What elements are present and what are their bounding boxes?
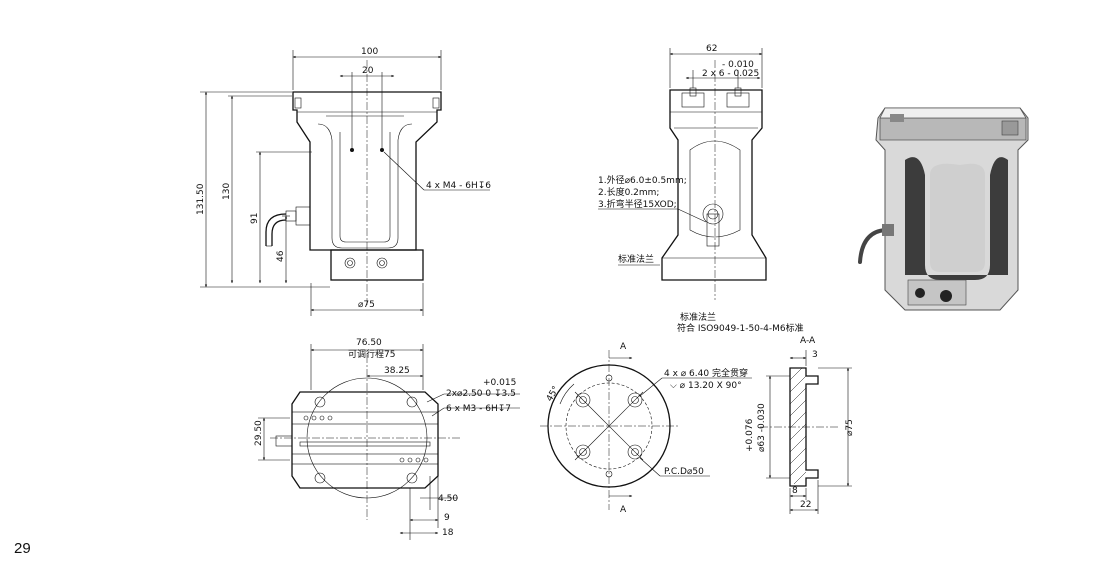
flange-title-2: 符合 ISO9049-1-50-4-M6标准: [677, 322, 804, 334]
front-view: 100 20 131.50 130 91 46 ⌀75 4 x M4 - 6H↧…: [196, 47, 491, 316]
front-dim-height-low: 46: [276, 250, 286, 262]
section-dim-dia: ⌀75: [845, 419, 855, 436]
bottom-dim-stroke: 76.50: [356, 338, 382, 348]
bottom-dim-18: 18: [442, 528, 454, 538]
flange-title-1: 标准法兰: [680, 311, 716, 323]
bottom-pin-note: 2x⌀2.50 0 ↧3.5: [446, 389, 516, 399]
front-dim-height-total: 131.50: [196, 183, 206, 215]
flange-angle: 45°: [545, 385, 562, 404]
front-dim-width: 100: [361, 47, 378, 57]
side-tol-lower: 2 x 6 - 0.025: [702, 69, 759, 79]
section-dim-3: 3: [812, 350, 818, 360]
side-flange-label: 标准法兰: [618, 253, 654, 265]
section-hatch: [789, 367, 807, 485]
product-render: [858, 107, 1029, 311]
side-tol-upper: - 0.010: [722, 60, 754, 70]
bottom-dim-9: 9: [444, 513, 450, 523]
page-number: 29: [14, 540, 31, 557]
bottom-view: 76.50 可调行程75 38.25 29.50 +0.015 2x⌀2.50 …: [254, 338, 520, 540]
hose-note-2: 2.长度0.2mm;: [598, 186, 659, 198]
bottom-pin-tol: +0.015: [483, 378, 516, 388]
section-dim-8: 8: [792, 486, 798, 496]
section-title: A-A: [800, 336, 816, 346]
bottom-stroke-label: 可调行程75: [348, 348, 395, 360]
front-dim-base-dia: ⌀75: [358, 300, 375, 310]
front-dim-height-mid: 91: [250, 213, 260, 224]
hose-note-3: 3.折弯半径15XOD;: [598, 198, 677, 210]
section-tol-lower: ⌀63 -0.030: [757, 403, 767, 452]
front-dim-slot: 20: [362, 66, 374, 76]
bottom-dim-height: 29.50: [254, 420, 264, 446]
section-mark-top: A: [620, 342, 627, 352]
flange-view: 标准法兰 符合 ISO9049-1-50-4-M6标准 A A 45° 4 x …: [540, 311, 804, 515]
side-view: 62 - 0.010 2 x 6 - 0.025 1.外径⌀6.0±0.5mm;…: [598, 44, 767, 300]
section-view: A-A 3 +0.076 ⌀63 -0.030 ⌀75: [745, 336, 855, 514]
flange-hole-note-1: 4 x ⌀ 6.40 完全贯穿: [664, 367, 748, 379]
front-thread-note: 4 x M4 - 6H↧6: [426, 181, 491, 191]
bottom-dim-half: 38.25: [384, 366, 410, 376]
bottom-dim-4-50: 4.50: [438, 494, 458, 504]
section-dim-22: 22: [800, 500, 811, 510]
flange-pcd: P.C.D⌀50: [664, 467, 704, 477]
section-mark-bottom: A: [620, 505, 627, 515]
flange-hole-note-2: ⌵ ⌀ 13.20 X 90°: [670, 381, 742, 391]
front-dim-height-body: 130: [222, 183, 232, 200]
section-tol-upper: +0.076: [745, 418, 755, 452]
hose-note-1: 1.外径⌀6.0±0.5mm;: [598, 174, 687, 186]
side-dim-width: 62: [706, 44, 717, 54]
bottom-thread-note: 6 x M3 - 6H↧7: [446, 404, 511, 414]
